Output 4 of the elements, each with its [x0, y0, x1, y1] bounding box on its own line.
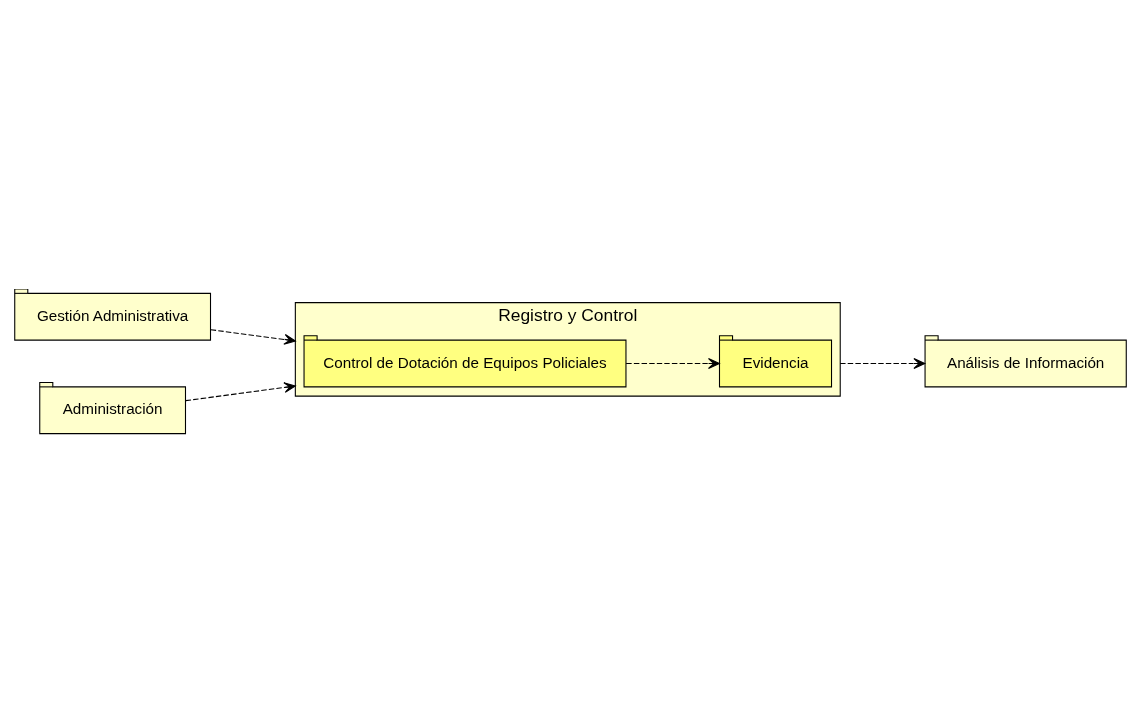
arrow — [625, 357, 720, 369]
arrow — [839, 357, 926, 369]
arrow — [185, 381, 296, 401]
arrow — [210, 328, 296, 345]
